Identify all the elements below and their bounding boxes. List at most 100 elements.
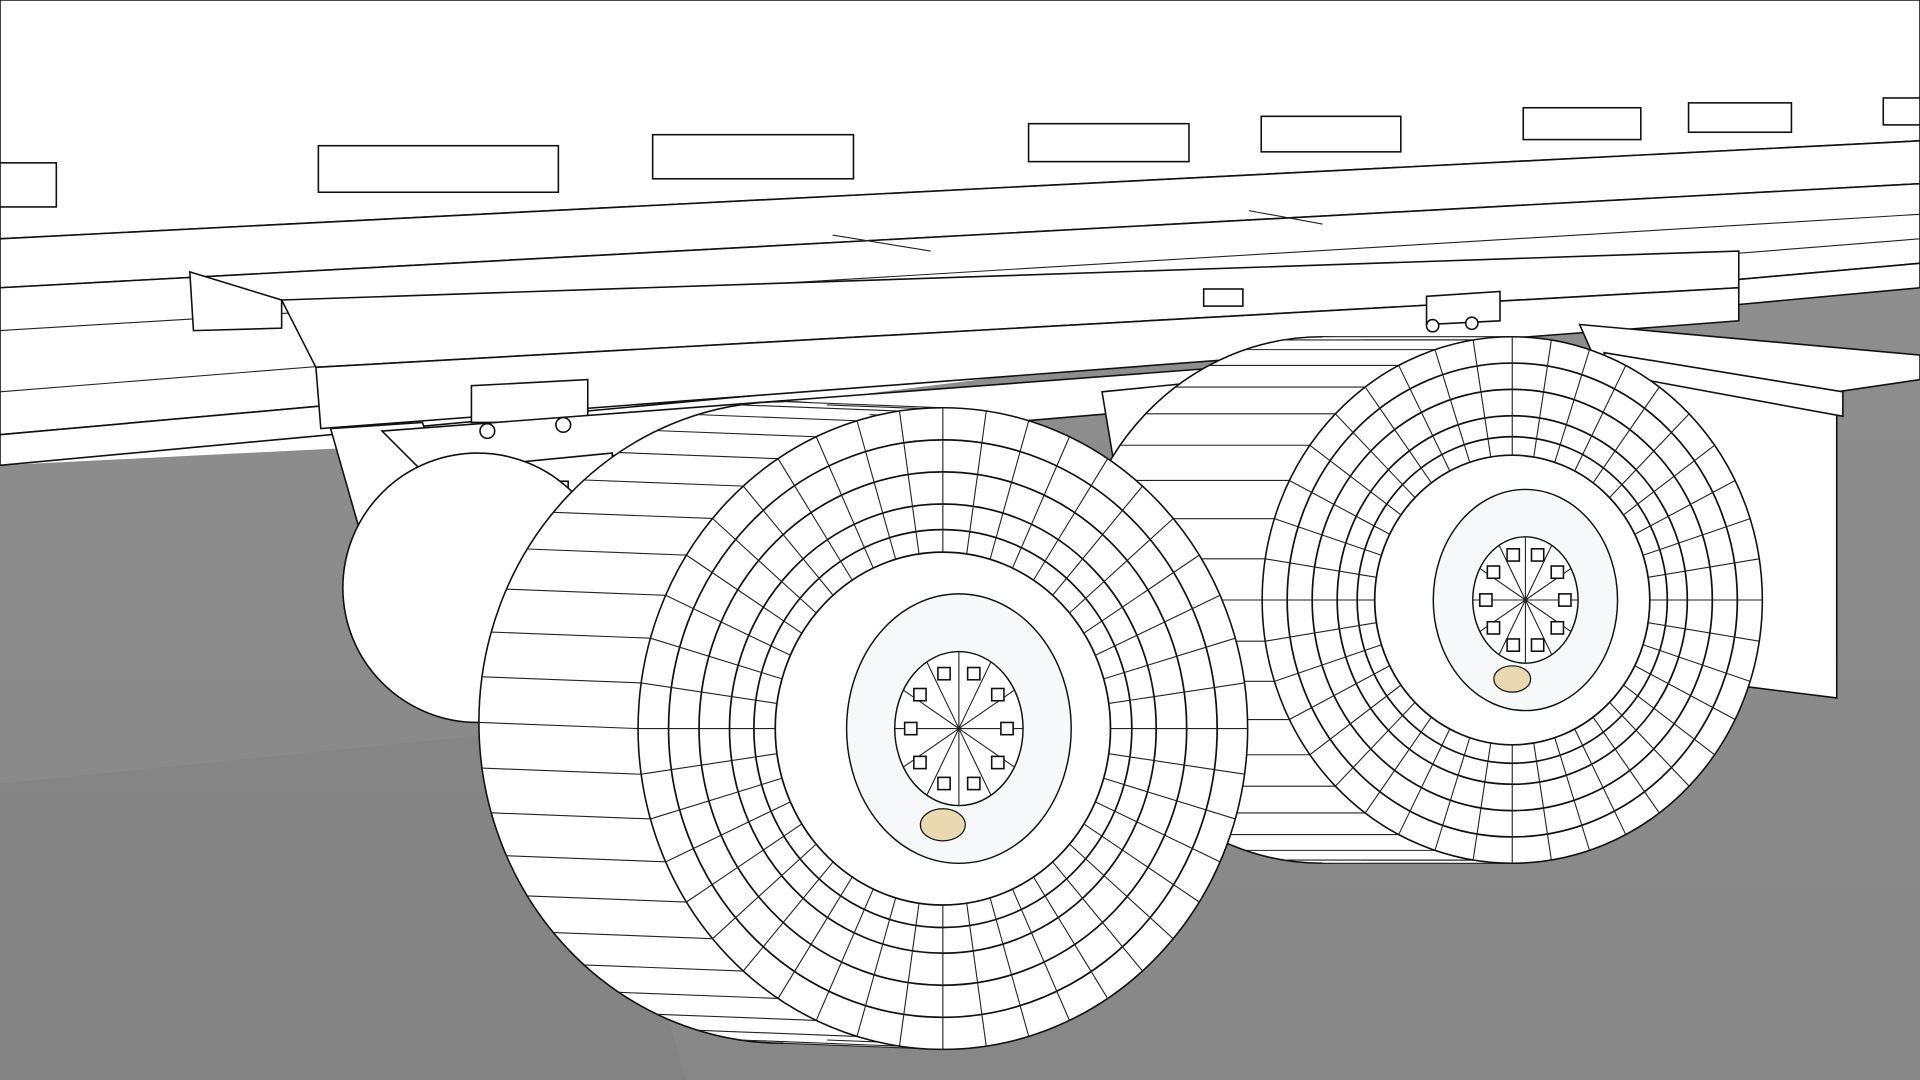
sidewall-line xyxy=(1334,413,1416,498)
sidewall-line xyxy=(966,410,987,554)
sidewall-line xyxy=(856,897,897,1037)
hub-spoke xyxy=(903,728,960,768)
sidewall-line xyxy=(1083,823,1200,903)
lug-nut xyxy=(937,666,951,681)
sidewall-line xyxy=(815,436,874,569)
sidewall-line xyxy=(1472,742,1492,861)
tread-line xyxy=(527,548,687,556)
tread-line xyxy=(491,812,651,820)
sidewall-line xyxy=(1592,716,1660,814)
sidewall-line xyxy=(1472,339,1492,458)
sidewall-line xyxy=(1434,737,1471,851)
sidewall-line xyxy=(1398,728,1451,835)
hub-spoke xyxy=(958,728,992,796)
sidewall-line xyxy=(1434,349,1471,463)
sidewall-line xyxy=(815,888,874,1021)
tread-line xyxy=(553,931,713,940)
valve xyxy=(1493,665,1532,693)
sidewall-line xyxy=(898,410,920,554)
lug-nut xyxy=(966,776,981,791)
sidewall-line xyxy=(1095,801,1221,863)
body-side-panels xyxy=(0,97,1920,208)
sidewall-line xyxy=(1103,777,1236,820)
sidewall-line xyxy=(1309,684,1402,756)
sidewall-line xyxy=(1364,386,1432,484)
sidewall-line xyxy=(686,554,803,634)
lug-nut xyxy=(1486,620,1501,635)
sidewall-line xyxy=(686,823,803,903)
hub-spoke xyxy=(1524,545,1553,601)
hub-spoke xyxy=(958,661,992,729)
sidewall-line xyxy=(1642,644,1751,682)
sidewall-line xyxy=(1364,716,1432,814)
sidewall-line xyxy=(665,801,791,863)
hub-spoke xyxy=(958,689,1015,730)
tread-line xyxy=(740,1039,900,1047)
sidewall-line xyxy=(1289,665,1390,721)
sidewall-line xyxy=(1011,436,1070,569)
sidewall-line xyxy=(712,518,817,614)
sidewall-line xyxy=(1634,479,1736,535)
hub-spoke xyxy=(1524,599,1553,655)
tread-line xyxy=(618,991,779,1000)
sidewall-line xyxy=(1108,682,1245,705)
valve xyxy=(919,808,966,842)
sidewall-line xyxy=(1309,444,1402,516)
lug-nut xyxy=(913,755,927,770)
frame-rail xyxy=(188,250,1740,430)
lug-nut xyxy=(1530,638,1545,652)
sidewall-line xyxy=(1274,644,1382,682)
sidewall-line xyxy=(1609,413,1690,498)
tread-line xyxy=(491,631,651,639)
sidewall-line xyxy=(1554,349,1591,463)
sidewall-line xyxy=(1592,386,1660,484)
sidewall-line xyxy=(1533,339,1552,458)
sidewall-line xyxy=(989,420,1030,560)
sidewall-line xyxy=(1033,876,1109,999)
lug-nut xyxy=(1506,548,1521,562)
sidewall-line xyxy=(777,458,853,581)
tread-line xyxy=(553,511,713,520)
sidewall-line xyxy=(650,637,783,680)
tread-line xyxy=(657,1013,817,1021)
sidewall-line xyxy=(1274,518,1382,556)
sidewall-line xyxy=(777,876,853,999)
sidewall-line xyxy=(1265,622,1377,642)
rear-wheel xyxy=(1071,335,1764,865)
lug-nut xyxy=(990,687,1005,702)
sidewall-line xyxy=(1574,728,1627,835)
tread-line xyxy=(740,404,900,412)
hub-spoke xyxy=(926,728,960,796)
tread-line xyxy=(506,855,666,863)
sidewall-line xyxy=(1533,742,1552,861)
sidewall-line xyxy=(1642,518,1751,556)
sidewall-line xyxy=(856,420,897,560)
sidewall-line xyxy=(1011,888,1070,1021)
tread-line xyxy=(584,964,744,972)
hub-spoke xyxy=(1498,545,1526,601)
tread-line xyxy=(478,721,639,730)
sidewall-line xyxy=(1334,702,1416,787)
sidewall-line xyxy=(1095,594,1221,656)
tread-line xyxy=(697,1029,858,1037)
tread-line xyxy=(657,430,817,438)
sidewall-line xyxy=(1609,702,1690,787)
sidewall-line xyxy=(1052,861,1143,972)
sidewall-line xyxy=(1623,444,1715,516)
lug-nut xyxy=(966,666,981,681)
lug-nut xyxy=(1000,721,1014,736)
hub-spoke xyxy=(1498,599,1526,655)
tread-line xyxy=(527,895,687,903)
sidewall-line xyxy=(712,843,817,940)
lug-nut xyxy=(1506,638,1521,652)
hub-spoke xyxy=(958,728,1015,768)
sidewall-line xyxy=(1574,365,1627,472)
sidewall-line xyxy=(966,903,987,1047)
sidewall-line xyxy=(1069,518,1174,614)
sidewall-line xyxy=(1083,554,1200,634)
sidewall-line xyxy=(742,485,834,596)
lug-nut xyxy=(1550,620,1565,635)
sidewall-line xyxy=(989,897,1030,1037)
sidewall-line xyxy=(1265,558,1377,578)
